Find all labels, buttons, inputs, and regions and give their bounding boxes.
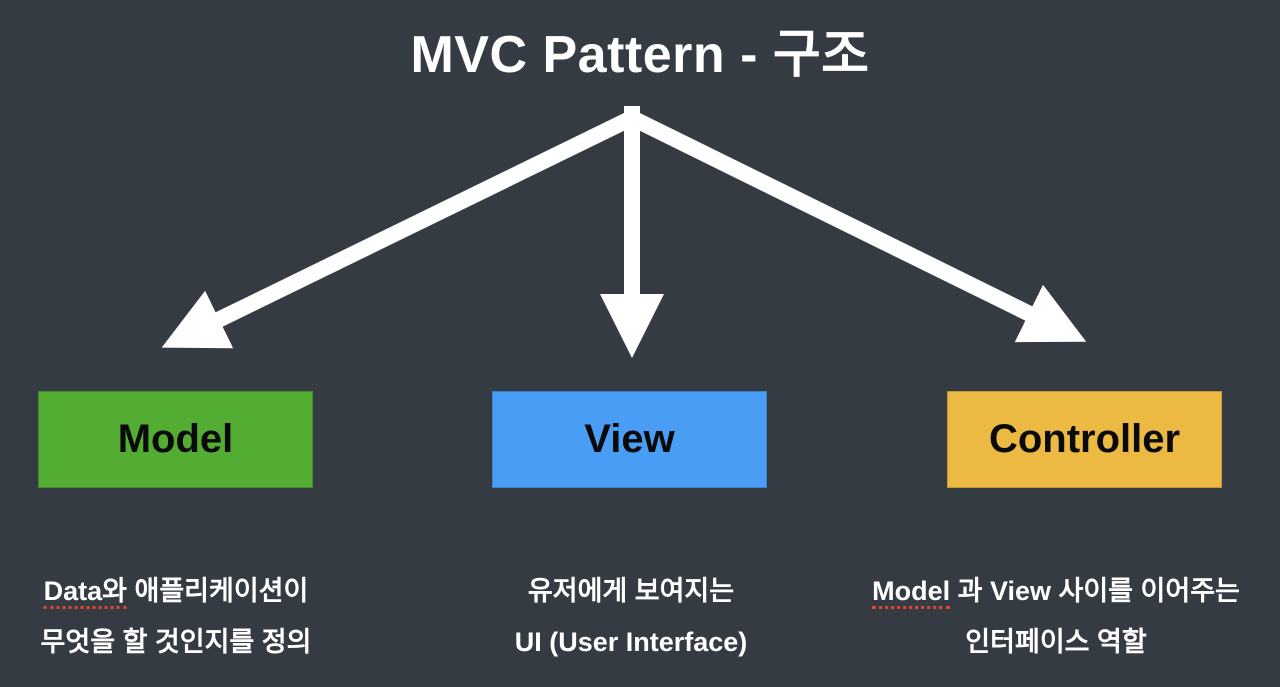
controller-caption-line2: 인터페이스 역할	[965, 627, 1147, 657]
model-box: Model	[38, 391, 313, 488]
view-caption-line2: UI (User Interface)	[514, 627, 748, 657]
controller-caption-line1: Model 과 View 사이를 이어주는	[872, 566, 1240, 617]
model-caption-line1: Data와 애플리케이션이	[41, 566, 312, 617]
arrow-down-left-icon	[161, 110, 636, 349]
model-box-label: Model	[117, 417, 234, 461]
view-caption-line1: 유저에게 보여지는	[515, 566, 748, 617]
arrow-down-right-icon	[628, 110, 1087, 343]
model-caption-line1-underlined-word: Data와	[43, 576, 127, 609]
model-caption-line2: 무엇을 할 것인지를 정의	[40, 627, 312, 657]
controller-caption: Model 과 View 사이를 이어주는 인터페이스 역할	[872, 566, 1240, 668]
view-box: View	[492, 391, 767, 488]
model-caption-line1-rest: 애플리케이션이	[126, 576, 309, 606]
controller-caption-line1-rest: 과 View 사이를 이어주는	[950, 576, 1240, 606]
page-title: MVC Pattern - 구조	[410, 26, 870, 84]
controller-caption-line1-underlined-word: Model	[872, 576, 951, 609]
view-caption-line1-text: 유저에게 보여지는	[527, 576, 735, 606]
model-caption: Data와 애플리케이션이 무엇을 할 것인지를 정의	[40, 566, 312, 668]
controller-box: Controller	[947, 391, 1222, 488]
view-caption: 유저에게 보여지는 UI (User Interface)	[515, 566, 748, 668]
view-box-label: View	[584, 417, 675, 461]
controller-box-label: Controller	[988, 417, 1181, 461]
